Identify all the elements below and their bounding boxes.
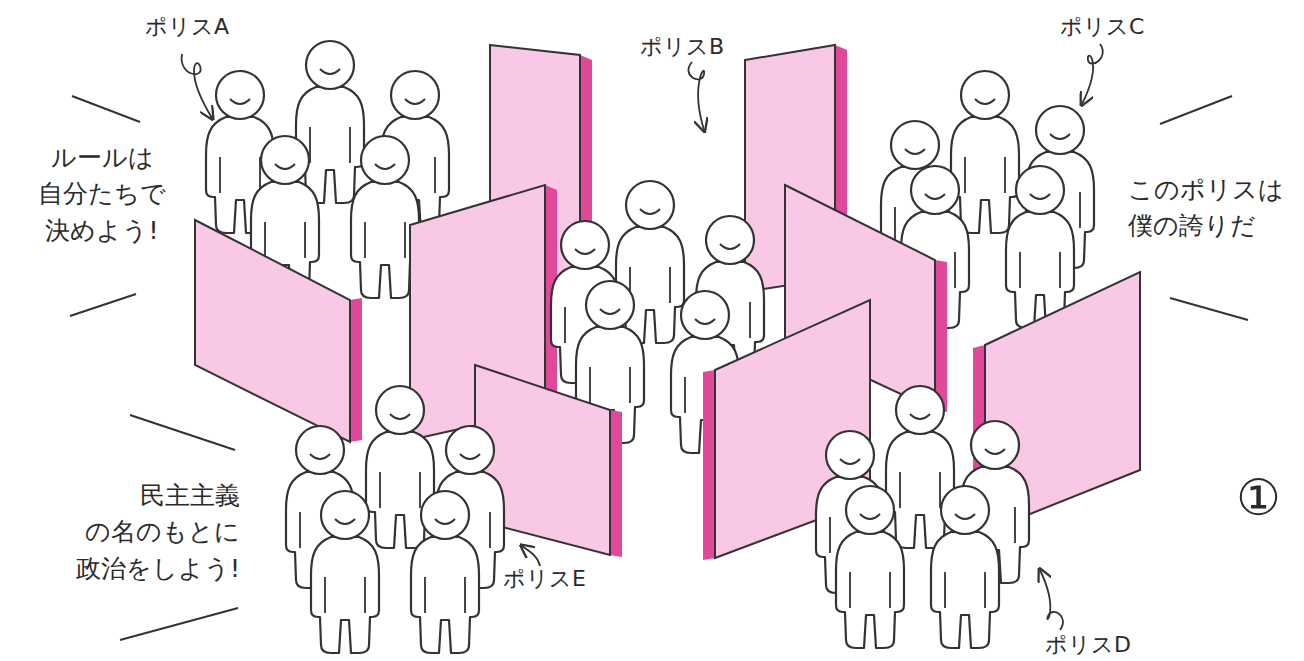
pointer-arrows xyxy=(182,44,1103,630)
polis-label: ポリスD xyxy=(1045,632,1131,658)
polis-label: ポリスB xyxy=(640,34,724,60)
walls-front xyxy=(475,272,1140,560)
callout-number: ① xyxy=(1236,468,1281,528)
polis-label: ポリスC xyxy=(1060,14,1144,40)
speech-text: ルールは 自分たちで 決めよう! xyxy=(38,140,166,249)
polis-d-people xyxy=(816,386,1029,648)
polis-e-people xyxy=(286,386,504,653)
polis-label: ポリスA xyxy=(145,14,229,40)
speech-text: このポリスは 僕の誇りだ xyxy=(1128,172,1284,245)
speech-lines xyxy=(70,96,1248,640)
speech-text: 民主主義 の名のもとに 政治をしよう! xyxy=(76,478,240,587)
polis-label: ポリスE xyxy=(503,566,586,592)
